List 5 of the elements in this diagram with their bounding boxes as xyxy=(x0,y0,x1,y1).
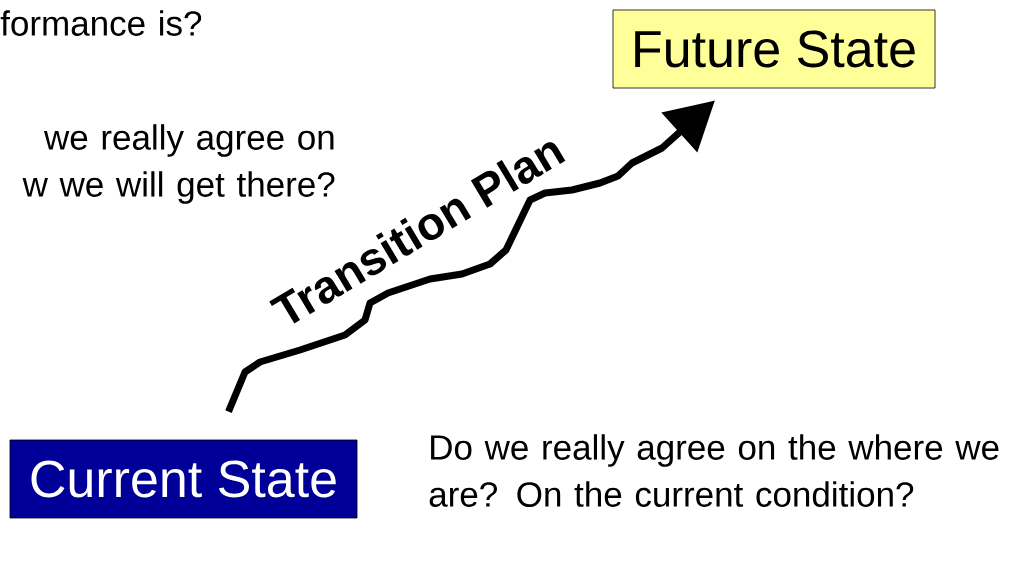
question-text: we really agree on w we will get there? xyxy=(22,124,335,204)
current-state-box: Current State xyxy=(9,439,358,519)
question-text: formance is? xyxy=(0,10,202,36)
future-state-box: Future State xyxy=(612,9,936,89)
question-text: Do we really agree on the where we are? On the current condition? xyxy=(429,434,999,507)
